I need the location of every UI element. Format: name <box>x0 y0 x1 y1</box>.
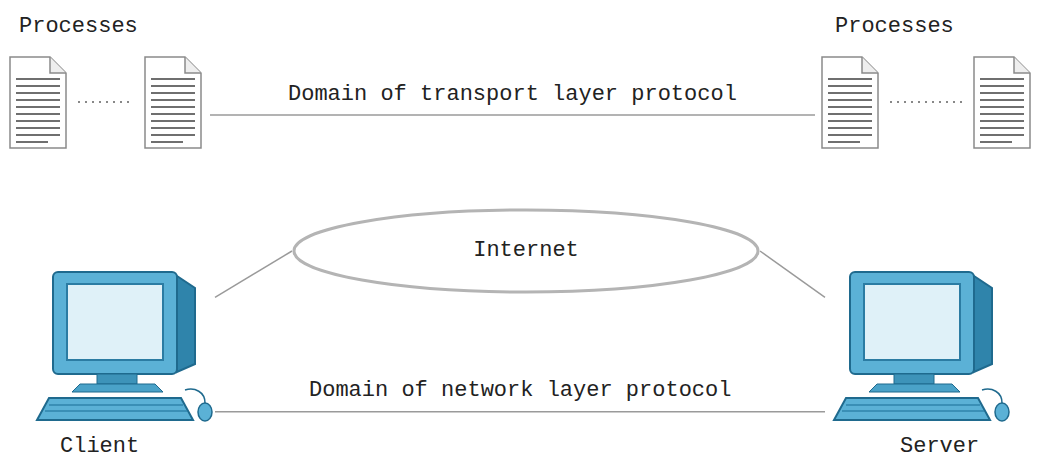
edge-label: Domain of network layer protocol <box>305 378 735 403</box>
process-document <box>974 57 1030 148</box>
connector-line <box>215 251 292 297</box>
internet-cloud: Internet <box>292 208 760 294</box>
connector-line <box>760 251 825 297</box>
connector-line <box>210 114 815 116</box>
computer-icon <box>37 272 212 421</box>
ellipsis-dots <box>78 101 134 103</box>
node-label: Processes <box>19 14 138 39</box>
node-label: Server <box>900 434 979 459</box>
internet-outline <box>294 210 758 292</box>
connector-line <box>215 411 825 413</box>
node-label: Processes <box>835 14 954 39</box>
process-document <box>822 57 878 148</box>
server-computer: Server <box>825 262 1010 459</box>
node-label: Client <box>60 434 139 459</box>
computer-icon <box>834 272 1009 421</box>
process-document <box>10 57 66 148</box>
process-group: Processes <box>5 12 210 157</box>
node-label: Internet <box>473 238 579 263</box>
process-group: Processes <box>815 12 1035 157</box>
client-computer: Client <box>30 262 215 459</box>
ellipsis-dots <box>890 101 964 103</box>
process-document <box>145 57 201 148</box>
edge-label: Domain of transport layer protocol <box>284 82 741 107</box>
